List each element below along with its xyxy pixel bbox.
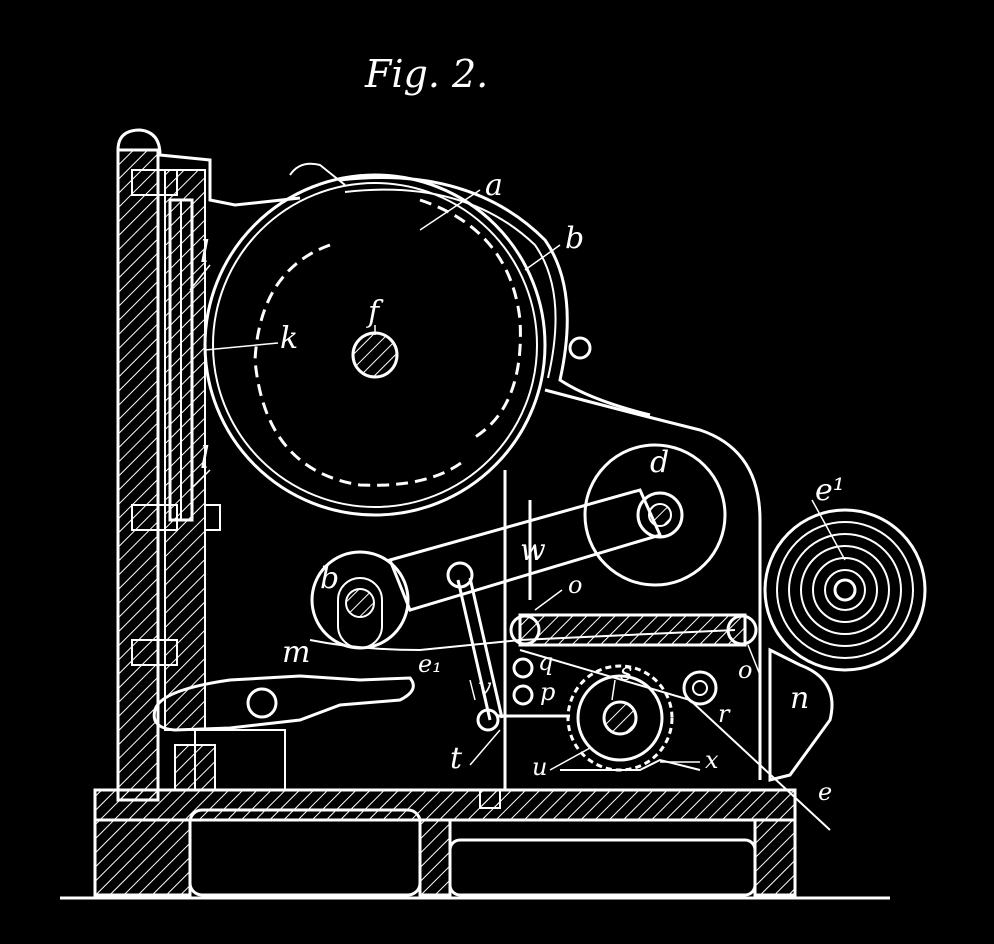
lever-m — [152, 674, 415, 791]
label-w: w — [520, 533, 546, 568]
label-k: k — [280, 321, 298, 356]
label-s: s — [620, 658, 632, 686]
label-a: a — [485, 168, 503, 203]
label-b2: b — [320, 561, 339, 596]
label-l2: l — [200, 441, 210, 476]
label-r: r — [718, 700, 731, 728]
label-e-top: e¹ — [815, 473, 845, 508]
paper-roll-e1 — [763, 508, 927, 672]
label-d: d — [650, 445, 669, 480]
label-f: f — [366, 295, 384, 330]
label-b: b — [565, 221, 584, 256]
gear-s — [566, 664, 674, 772]
label-x: x — [705, 746, 719, 774]
rods-v-t — [456, 577, 701, 771]
label-q: q — [538, 648, 553, 676]
label-e: e — [818, 778, 832, 806]
label-t: t — [450, 741, 463, 776]
reference-letters: a b f k l l d w b o e₁ m q p s r o v t u… — [200, 168, 845, 806]
axle-f — [351, 331, 399, 379]
machine-base — [60, 788, 890, 900]
figure-title: Fig. 2. — [365, 52, 489, 96]
leader-lines — [189, 189, 846, 771]
drum-a — [203, 173, 547, 517]
label-n: n — [790, 681, 809, 716]
label-u: u — [532, 753, 547, 781]
vertical-bar-l — [168, 198, 194, 522]
roller-r — [682, 670, 718, 706]
drum-housing — [289, 162, 762, 780]
label-l1: l — [200, 235, 210, 270]
label-o2: o — [738, 656, 752, 684]
label-v: v — [478, 673, 492, 701]
guide-table-o — [509, 613, 758, 706]
label-e1: e₁ — [418, 650, 442, 678]
label-o1: o — [568, 571, 582, 599]
label-p: p — [540, 678, 555, 706]
frame-center-wall — [479, 470, 532, 809]
label-m: m — [282, 635, 310, 670]
bracket-n — [768, 647, 834, 782]
